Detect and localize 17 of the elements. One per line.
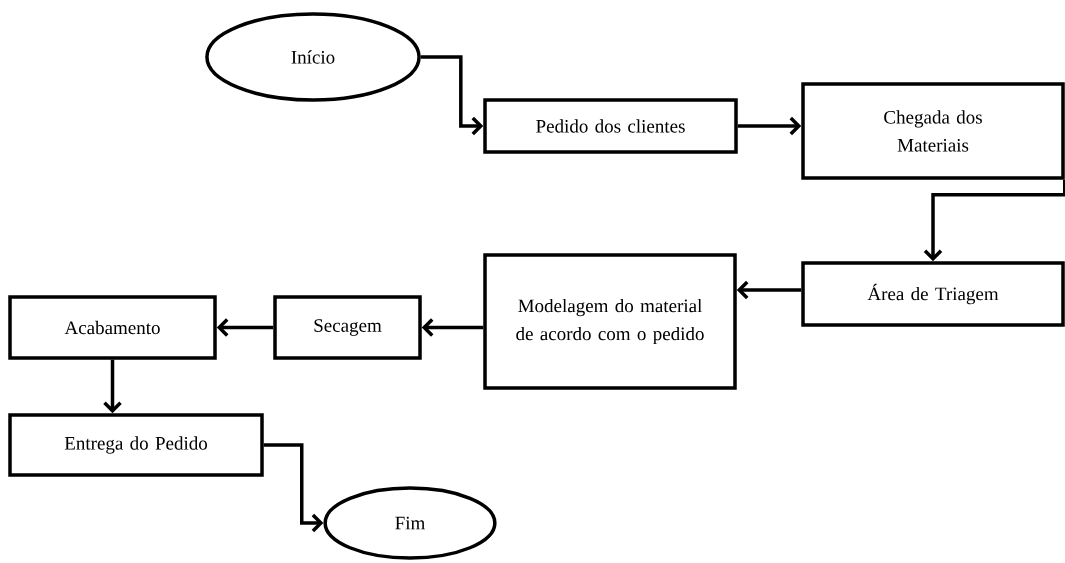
arrow	[421, 318, 484, 337]
process-box: Chegada dos Materiais	[801, 82, 1065, 180]
arrow	[737, 116, 802, 136]
arrow	[103, 359, 122, 414]
process-box: Secagem	[273, 295, 422, 360]
process-box: Modelagem do material de acordo com o pedido	[483, 253, 737, 390]
process-box: Pedido dos clientes	[483, 98, 738, 154]
process-box: Área de Triagem	[801, 261, 1065, 327]
arrow	[923, 179, 1065, 262]
arrow	[216, 318, 274, 337]
terminal-oval: Fim	[323, 486, 497, 560]
terminal-oval: Início	[205, 12, 421, 102]
arrow	[263, 443, 324, 533]
process-box: Entrega do Pedido	[8, 413, 264, 477]
arrow	[736, 280, 802, 300]
process-box: Acabamento	[8, 295, 217, 360]
arrow	[420, 55, 484, 136]
